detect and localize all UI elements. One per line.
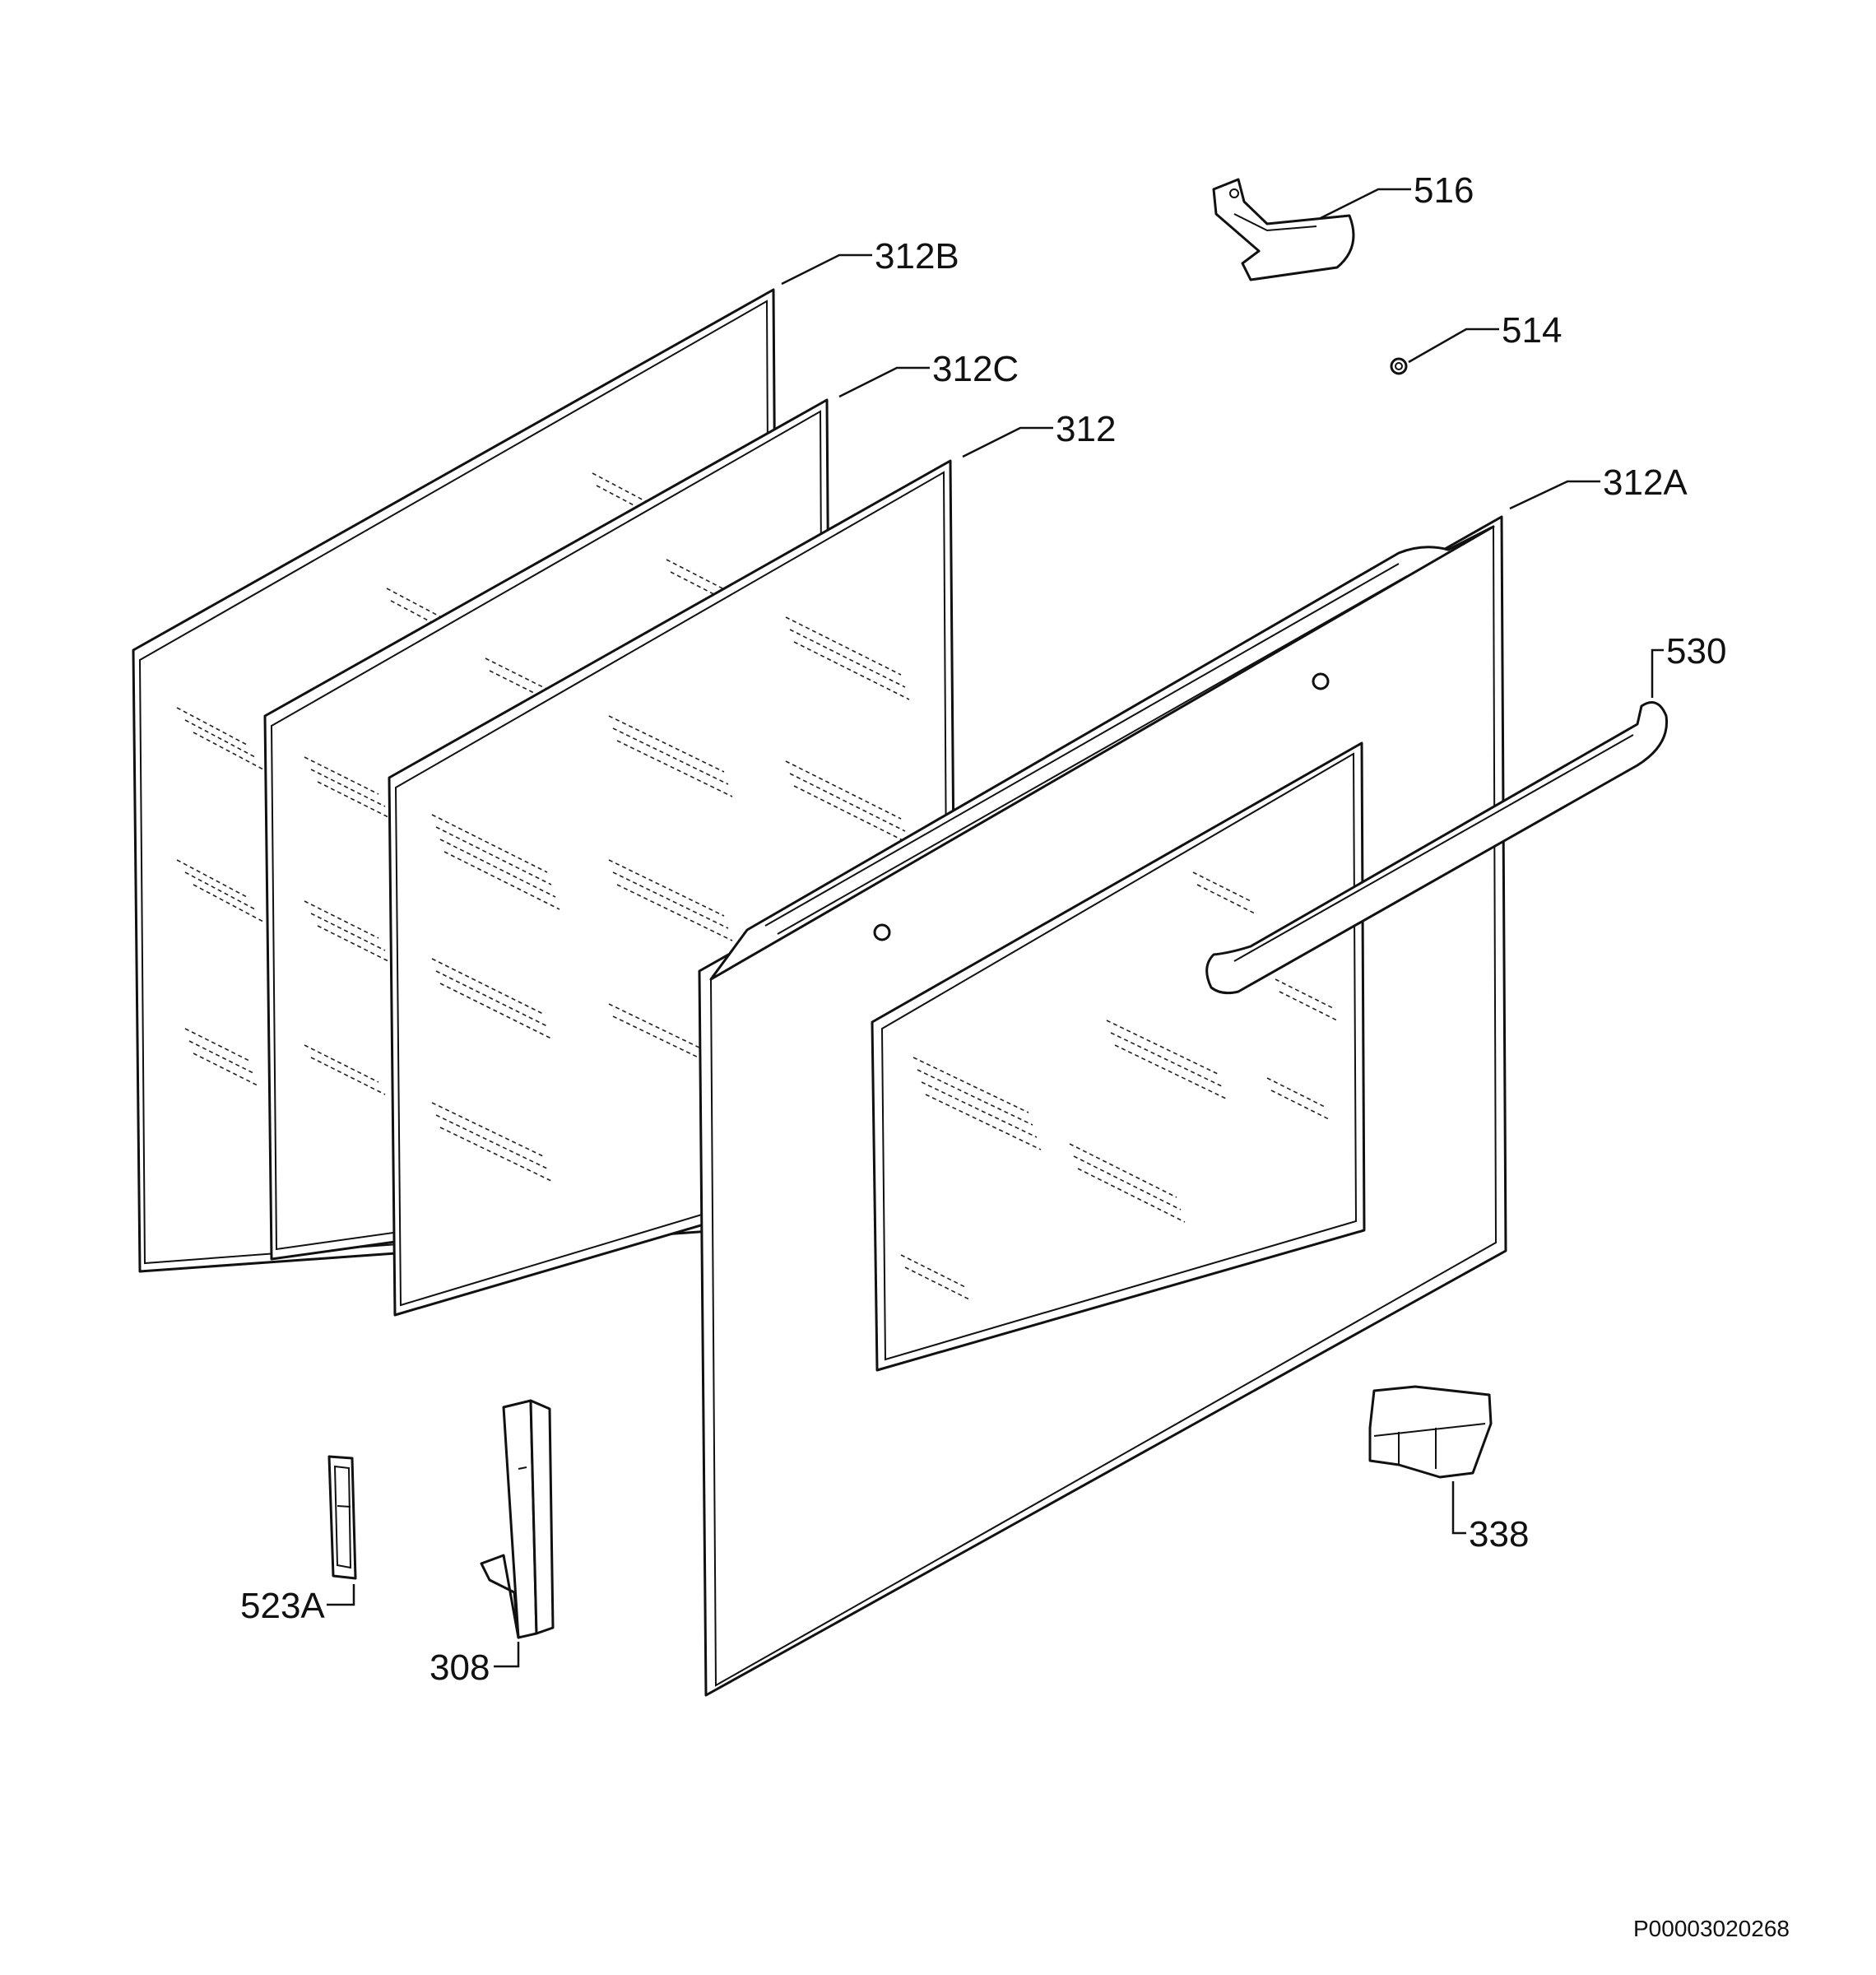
label-312B: 312B: [875, 236, 959, 276]
label-312A: 312A: [1603, 462, 1688, 503]
part-labels: 312B 312C 312 312A 516 514 530 338 523A …: [240, 170, 1726, 1688]
label-338: 338: [1469, 1514, 1529, 1554]
clip-523A[interactable]: [327, 1455, 357, 1580]
label-530: 530: [1666, 631, 1726, 672]
leader-lines: [327, 188, 1664, 1668]
hinge-308[interactable]: [480, 1399, 555, 1639]
label-523A: 523A: [240, 1586, 325, 1626]
label-312C: 312C: [932, 349, 1019, 389]
screw-hole: [873, 923, 891, 941]
hinge-fixing-516[interactable]: [1212, 178, 1355, 281]
label-308: 308: [430, 1647, 490, 1688]
label-516: 516: [1414, 170, 1474, 211]
label-514: 514: [1502, 310, 1562, 351]
screw-514[interactable]: [1390, 357, 1408, 375]
label-312: 312: [1056, 409, 1116, 449]
hinge-receiver-338[interactable]: [1368, 1385, 1493, 1479]
drawing-code: P00003020268: [1633, 1916, 1790, 1941]
door-handle-530[interactable]: [1205, 701, 1669, 995]
screw-hole: [1312, 672, 1330, 690]
outer-door-312A[interactable]: [698, 515, 1507, 1697]
